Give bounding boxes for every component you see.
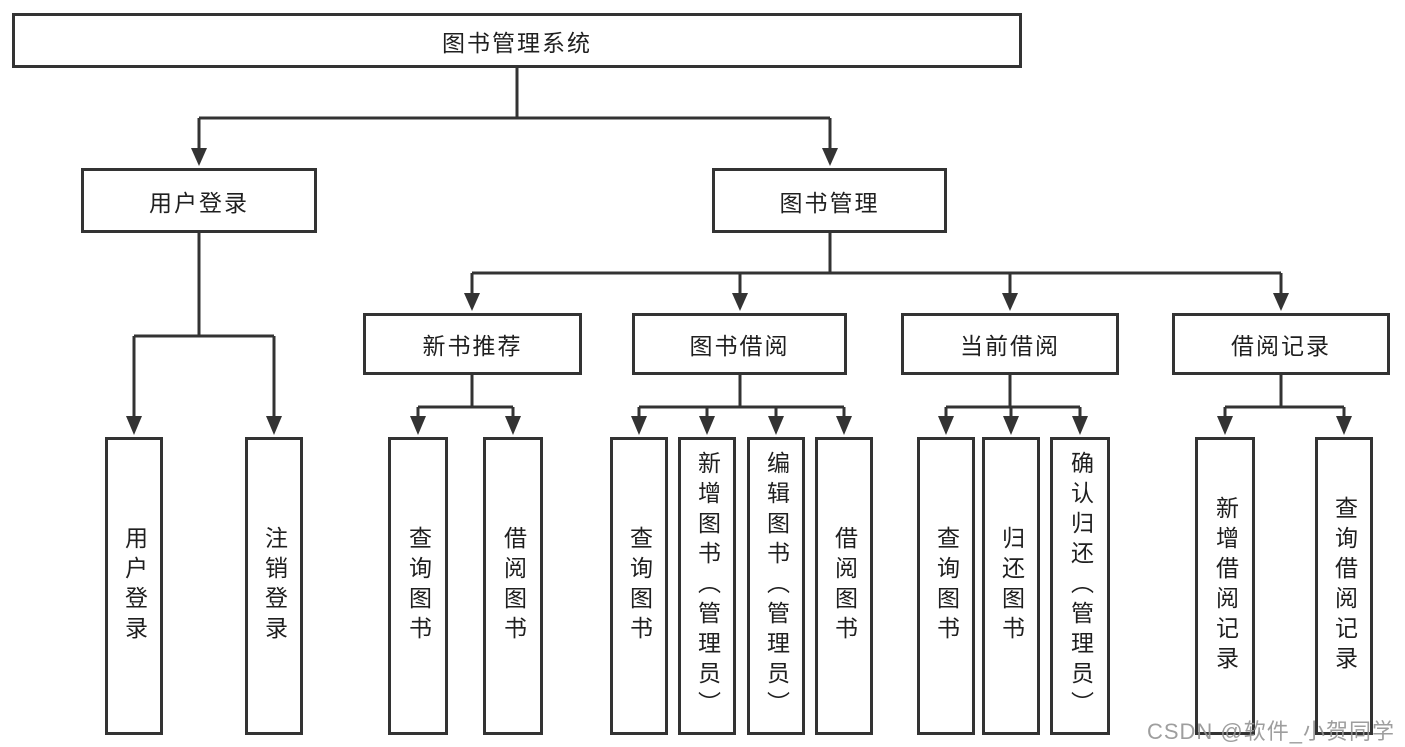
leaf-current-query-book: 查询图书 <box>917 437 975 735</box>
connector-new-book-subtree <box>410 375 521 435</box>
leaf-current-confirm-return-admin: 确认归还（管理员） <box>1050 437 1110 735</box>
leaf-borrow-add-book-admin: 新增图书（管理员） <box>678 437 736 735</box>
csdn-watermark: CSDN @软件_小贺同学 <box>1146 719 1395 744</box>
node-book-management: 图书管理 <box>712 168 947 233</box>
node-borrow-record: 借阅记录 <box>1172 313 1390 375</box>
leaf-borrow-edit-book-admin: 编辑图书（管理员） <box>747 437 805 735</box>
leaf-logout: 注销登录 <box>245 437 303 735</box>
connector-book-mgmt-to-level3 <box>464 233 1289 311</box>
leaf-borrow-borrow-book: 借阅图书 <box>815 437 873 735</box>
node-system-root: 图书管理系统 <box>12 13 1022 68</box>
connector-user-login-subtree <box>126 233 282 435</box>
node-new-book-recommend: 新书推荐 <box>363 313 582 375</box>
leaf-newbook-query-book: 查询图书 <box>388 437 448 735</box>
leaf-newbook-borrow-book: 借阅图书 <box>483 437 543 735</box>
connector-borrow-record-subtree <box>1217 375 1352 435</box>
node-current-borrow: 当前借阅 <box>901 313 1119 375</box>
connector-root-to-level2 <box>191 68 838 166</box>
leaf-current-return-book: 归还图书 <box>982 437 1040 735</box>
leaf-borrow-query-book: 查询图书 <box>610 437 668 735</box>
leaf-record-add-record: 新增借阅记录 <box>1195 437 1255 735</box>
leaf-user-login: 用户登录 <box>105 437 163 735</box>
connector-current-borrow-subtree <box>938 375 1088 435</box>
node-user-login: 用户登录 <box>81 168 317 233</box>
leaf-record-query-record: 查询借阅记录 <box>1315 437 1373 735</box>
node-book-borrow: 图书借阅 <box>632 313 847 375</box>
connector-book-borrow-subtree <box>631 375 852 435</box>
